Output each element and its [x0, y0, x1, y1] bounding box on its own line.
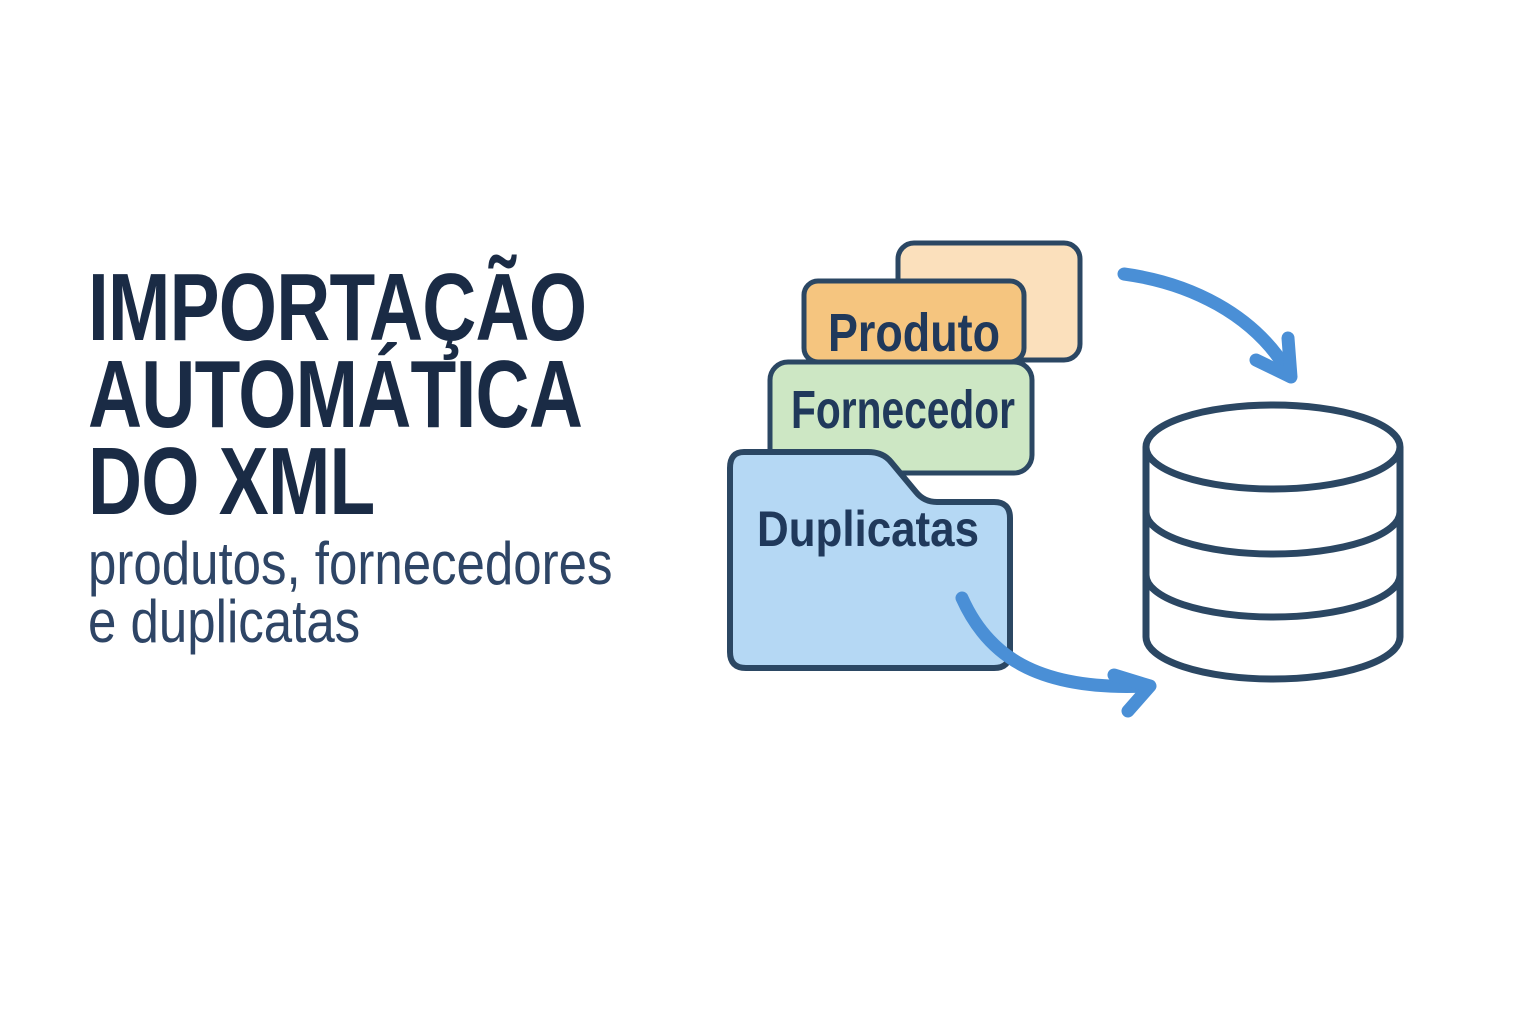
arrow-top-icon [1117, 267, 1298, 384]
duplicatas-folder-shape [727, 449, 1013, 671]
database-divider-2 [1142, 574, 1404, 621]
produto-card: Produto [801, 278, 1027, 365]
produto-card-label: Produto [828, 303, 1000, 363]
fornecedor-card-label: Fornecedor [791, 380, 1015, 440]
duplicatas-folder-label: Duplicatas [757, 501, 979, 557]
database-icon [1142, 401, 1404, 683]
subheadline-line-2: e duplicatas [88, 588, 361, 655]
database-top [1142, 401, 1404, 493]
database-divider-1 [1142, 511, 1404, 558]
headline: IMPORTAÇÃO AUTOMÁTICA DO XML [88, 254, 587, 535]
arrow-bottom-shaft [955, 591, 1153, 693]
database-body [1142, 447, 1404, 683]
headline-line-2: AUTOMÁTICA [88, 341, 583, 448]
subheadline-line-1: produtos, fornecedores [88, 530, 613, 597]
headline-line-3: DO XML [88, 428, 375, 535]
arrow-top-shaft [1117, 267, 1294, 377]
fornecedor-card: Fornecedor [767, 359, 1035, 476]
duplicatas-folder: Duplicatas [727, 449, 1013, 671]
arrow-bottom-head [1107, 668, 1157, 718]
subheadline: produtos, fornecedores e duplicatas [88, 530, 613, 655]
headline-line-1: IMPORTAÇÃO [88, 254, 587, 361]
arrow-top-head [1249, 331, 1298, 384]
arrow-bottom-icon [955, 591, 1157, 718]
